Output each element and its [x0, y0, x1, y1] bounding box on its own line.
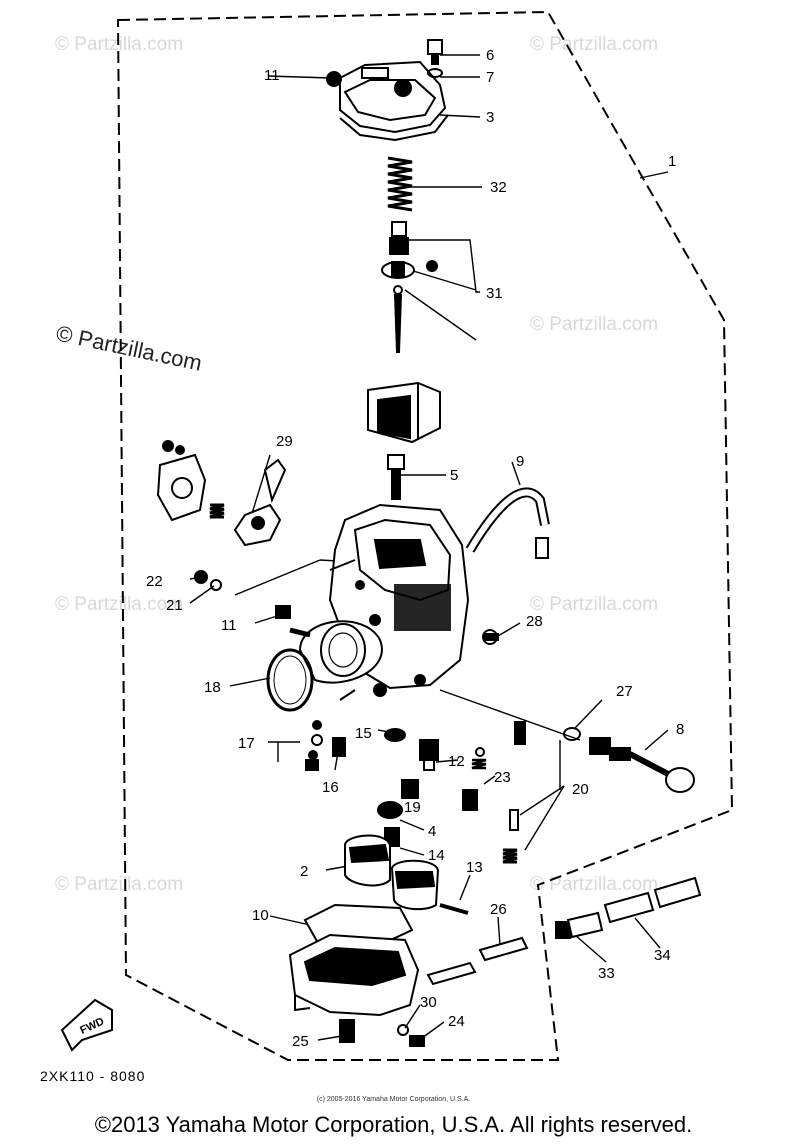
throttle-valve — [367, 381, 441, 444]
callout-9: 9 — [516, 453, 524, 470]
spring-21 — [210, 579, 222, 591]
callout-labels: 1 2 3 4 5 6 7 8 9 10 11 11 12 13 14 15 1… — [146, 47, 684, 1050]
callout-16: 16 — [322, 779, 339, 796]
jet-19 — [401, 779, 419, 799]
callout-21: 21 — [166, 597, 183, 614]
nut-11-lower — [275, 605, 291, 619]
callout-6: 6 — [486, 47, 494, 64]
callout-33: 33 — [598, 965, 615, 982]
part-34 — [603, 876, 702, 924]
watermark: © Partzilla.com — [55, 594, 183, 615]
callout-23: 23 — [494, 769, 511, 786]
bolt-6 — [427, 39, 443, 65]
callout-15: 15 — [355, 725, 372, 742]
part-33 — [555, 911, 604, 939]
float-bowl — [288, 933, 420, 1043]
needle-assembly-31 — [381, 221, 438, 353]
callout-28: 28 — [526, 613, 543, 630]
nut-11 — [326, 71, 342, 87]
callout-22: 22 — [146, 573, 163, 590]
screw-16 — [332, 737, 346, 757]
callout-25: 25 — [292, 1033, 309, 1050]
callout-14: 14 — [428, 847, 445, 864]
screw-24 — [409, 1035, 425, 1047]
spring-32 — [387, 156, 413, 212]
bolt-5 — [387, 454, 405, 500]
callout-1: 1 — [668, 153, 676, 170]
callout-2: 2 — [300, 863, 308, 880]
callout-11: 11 — [264, 67, 280, 84]
carburetor-body — [289, 503, 470, 701]
callout-3: 3 — [486, 109, 494, 126]
watermark: © Partzilla.com — [530, 34, 658, 55]
o-ring-18 — [266, 648, 314, 712]
callout-32: 32 — [490, 179, 507, 196]
callout-20: 20 — [572, 781, 589, 798]
callout-4: 4 — [428, 823, 436, 840]
watermark: © Partzilla.com — [530, 874, 658, 895]
screw-28 — [482, 629, 499, 645]
copyright-notice: ©2013 Yamaha Motor Corporation, U.S.A. A… — [94, 1112, 693, 1137]
pin-13 — [439, 903, 469, 915]
callout-11-lower: 11 — [221, 617, 237, 634]
callout-8: 8 — [676, 721, 684, 738]
callout-26: 26 — [490, 901, 507, 918]
watermark: © Partzilla.com — [530, 314, 658, 335]
callout-7: 7 — [486, 69, 494, 86]
leader-lines — [189, 54, 669, 1041]
callout-18: 18 — [204, 679, 221, 696]
watermark-main: © Partzilla.com — [54, 320, 204, 375]
o-ring-30 — [397, 1024, 409, 1036]
screws-17 — [305, 720, 323, 771]
callout-27: 27 — [616, 683, 633, 700]
assembly-outline — [116, 10, 734, 1061]
hose-9 — [465, 487, 550, 559]
callout-19: 19 — [404, 799, 421, 816]
watermark: © Partzilla.com — [55, 874, 183, 895]
callout-5: 5 — [450, 467, 458, 484]
washer-7 — [427, 68, 443, 78]
fwd-arrow-icon — [60, 998, 113, 1052]
top-cover — [339, 60, 449, 142]
callout-34: 34 — [654, 947, 671, 964]
part-20 — [502, 721, 526, 864]
callout-17: 17 — [238, 735, 255, 752]
copyright-small: (c) 2005-2016 Yamaha Motor Corporation, … — [316, 1096, 471, 1103]
callout-29: 29 — [276, 433, 293, 450]
watermark: © Partzilla.com — [530, 594, 658, 615]
plunger-8 — [563, 727, 695, 793]
tube-26 — [426, 936, 529, 986]
part-4 — [377, 801, 403, 819]
callout-31: 31 — [486, 285, 503, 302]
callout-24: 24 — [448, 1013, 465, 1030]
watermark-layer: © Partzilla.com © Partzilla.com © Partzi… — [54, 34, 658, 895]
part-23 — [462, 747, 487, 811]
jet-12 — [419, 739, 439, 771]
callout-10: 10 — [252, 907, 269, 924]
float-2 — [344, 834, 440, 911]
callout-13: 13 — [466, 859, 483, 876]
screw-22 — [194, 570, 208, 584]
parts-layer — [60, 39, 702, 1052]
cap-15 — [384, 728, 406, 742]
callout-12: 12 — [448, 753, 465, 770]
diagram-code: 2XK110 - 8080 — [40, 1068, 146, 1084]
pump-cover-29 — [156, 440, 287, 547]
callout-30: 30 — [420, 994, 437, 1011]
